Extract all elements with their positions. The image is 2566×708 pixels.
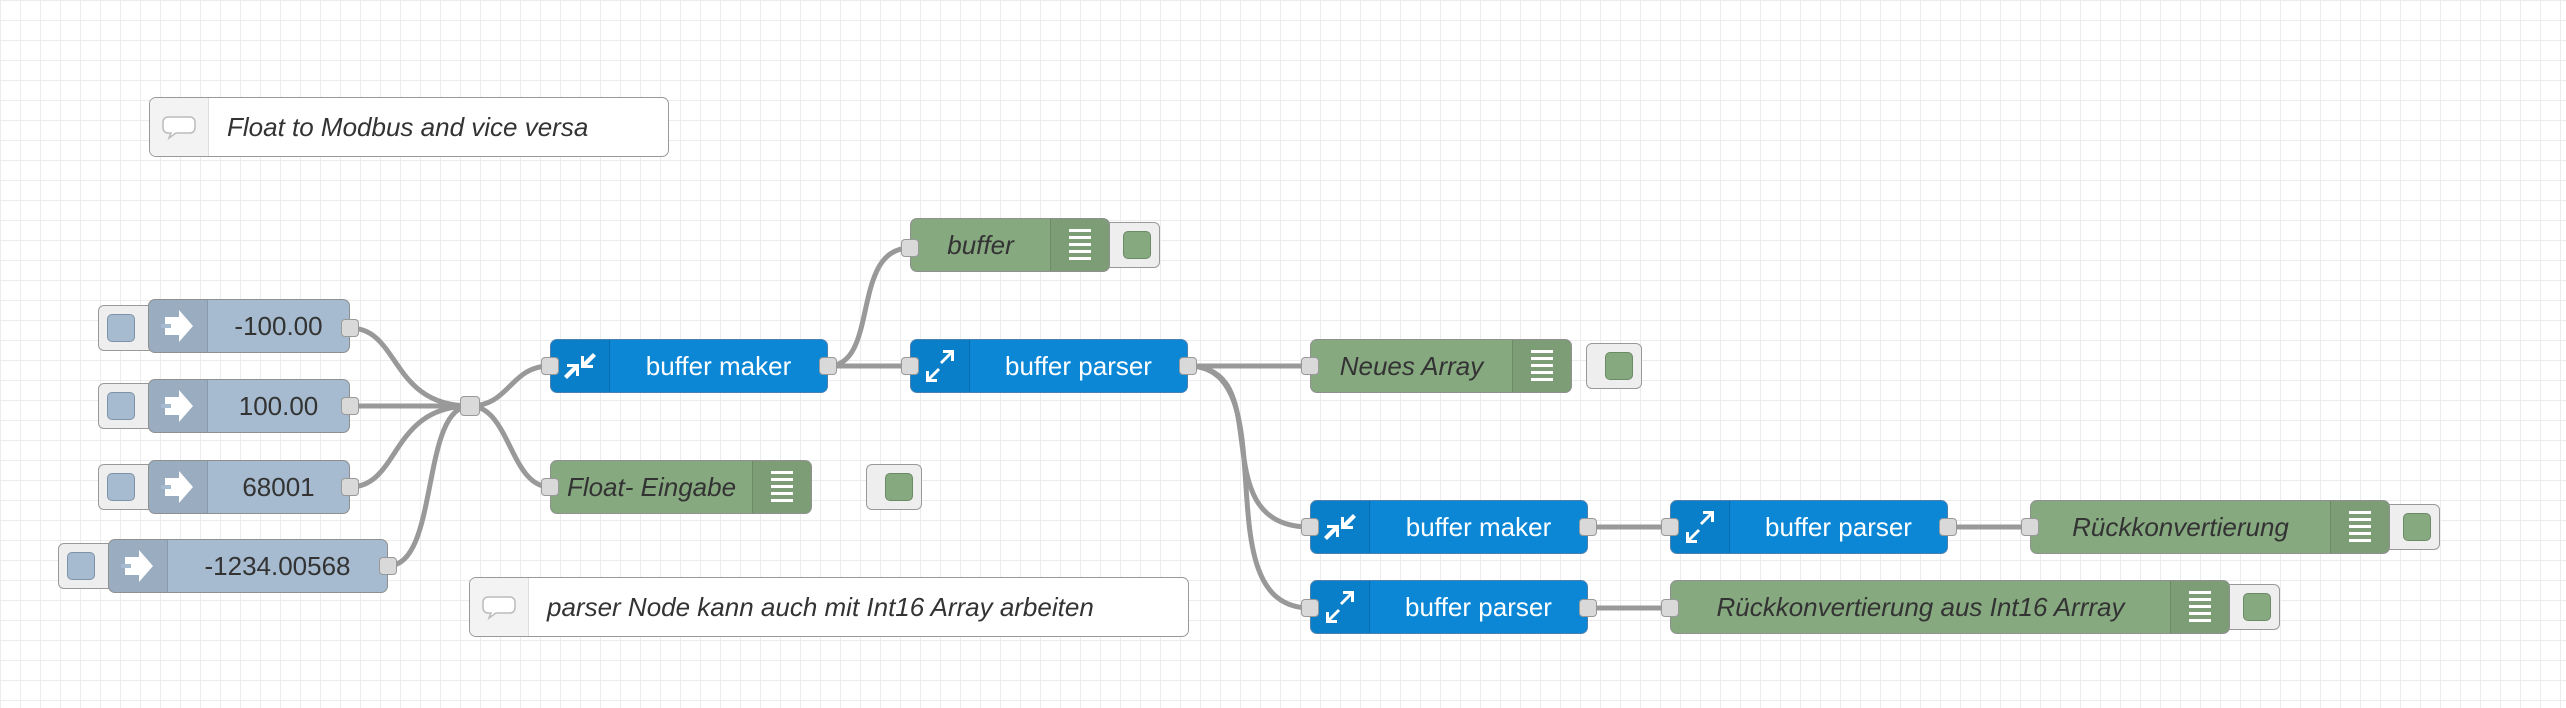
list-icon (2330, 501, 2389, 553)
wire (347, 403, 473, 490)
comment-label: Float to Modbus and vice versa (227, 111, 589, 142)
input-port[interactable] (1661, 518, 1679, 536)
debug-node-label: Float- Eingabe (566, 471, 737, 502)
inject-node-1[interactable]: -100.00 (148, 299, 350, 353)
inject-node-2[interactable]: 100.00 (148, 379, 350, 433)
debug-node-label: buffer (947, 229, 1014, 260)
list-icon (752, 461, 811, 513)
buffer-parser-node-3[interactable]: buffer parser (1310, 580, 1588, 634)
input-port[interactable] (1661, 599, 1679, 617)
comment-node-title[interactable]: Float to Modbus and vice versa (149, 97, 669, 157)
compress-arrows-icon (1311, 501, 1370, 553)
output-port[interactable] (819, 357, 837, 375)
debug-node-reconversion[interactable]: Rückkonvertierung (2030, 500, 2390, 554)
wire (467, 403, 553, 490)
buffer-node-label: buffer parser (1765, 511, 1912, 542)
input-port[interactable] (541, 478, 559, 496)
output-port[interactable] (379, 557, 397, 575)
debug-node-float-input[interactable]: Float- Eingabe (550, 460, 812, 514)
input-port[interactable] (901, 357, 919, 375)
buffer-parser-node-2[interactable]: buffer parser (1670, 500, 1948, 554)
list-icon (2170, 581, 2229, 633)
inject-label: 100.00 (238, 390, 319, 421)
inject-label: -1234.00568 (204, 550, 351, 581)
debug-node-reconversion-int16[interactable]: Rückkonvertierung aus Int16 Arrray (1670, 580, 2230, 634)
wire (1185, 363, 1313, 611)
arrow-in-icon (149, 461, 208, 513)
debug-node-buffer[interactable]: buffer (910, 218, 1110, 272)
output-port[interactable] (1579, 518, 1597, 536)
output-port[interactable] (341, 478, 359, 496)
buffer-maker-node-2[interactable]: buffer maker (1310, 500, 1588, 554)
output-port[interactable] (341, 397, 359, 415)
comment-label: parser Node kann auch mit Int16 Array ar… (547, 591, 1094, 622)
input-port[interactable] (1301, 599, 1319, 617)
wire (347, 325, 473, 409)
output-port[interactable] (1579, 599, 1597, 617)
buffer-node-label: buffer parser (1405, 591, 1552, 622)
buffer-node-label: buffer parser (1005, 350, 1152, 381)
inject-label: 68001 (242, 471, 315, 502)
debug-node-label: Rückkonvertierung (2072, 511, 2289, 542)
debug-toggle-button[interactable] (1586, 343, 1642, 389)
expand-arrows-icon (1671, 501, 1730, 553)
list-icon (1512, 340, 1571, 392)
inject-trigger-button[interactable] (98, 383, 154, 429)
buffer-node-label: buffer maker (645, 350, 792, 381)
debug-node-label: Rückkonvertierung aus Int16 Arrray (1716, 591, 2125, 622)
debug-toggle-button[interactable] (2224, 584, 2280, 630)
wire (1185, 363, 1313, 530)
expand-arrows-icon (911, 340, 970, 392)
list-icon (1050, 219, 1109, 271)
arrow-in-icon (109, 540, 168, 592)
buffer-node-label: buffer maker (1405, 511, 1552, 542)
debug-node-new-array[interactable]: Neues Array (1310, 339, 1572, 393)
inject-trigger-button[interactable] (58, 543, 114, 589)
buffer-maker-node-1[interactable]: buffer maker (550, 339, 828, 393)
compress-arrows-icon (551, 340, 610, 392)
debug-toggle-button[interactable] (2384, 504, 2440, 550)
debug-toggle-button[interactable] (866, 464, 922, 510)
debug-node-label: Neues Array (1339, 350, 1484, 381)
output-port[interactable] (341, 319, 359, 337)
junction-node[interactable] (460, 396, 480, 416)
wire (467, 363, 553, 409)
comment-node-parser-note[interactable]: parser Node kann auch mit Int16 Array ar… (469, 577, 1189, 637)
expand-arrows-icon (1311, 581, 1370, 633)
buffer-parser-node-1[interactable]: buffer parser (910, 339, 1188, 393)
speech-bubble-icon (150, 98, 209, 156)
inject-node-4[interactable]: -1234.00568 (108, 539, 388, 593)
arrow-in-icon (149, 300, 208, 352)
speech-bubble-icon (470, 578, 529, 636)
wire (385, 403, 473, 569)
inject-trigger-button[interactable] (98, 305, 154, 351)
input-port[interactable] (901, 239, 919, 257)
wire (825, 245, 913, 369)
input-port[interactable] (541, 357, 559, 375)
input-port[interactable] (2021, 518, 2039, 536)
output-port[interactable] (1179, 357, 1197, 375)
debug-toggle-button[interactable] (1104, 222, 1160, 268)
inject-trigger-button[interactable] (98, 464, 154, 510)
input-port[interactable] (1301, 518, 1319, 536)
output-port[interactable] (1939, 518, 1957, 536)
inject-label: -100.00 (234, 310, 323, 341)
inject-node-3[interactable]: 68001 (148, 460, 350, 514)
arrow-in-icon (149, 380, 208, 432)
input-port[interactable] (1301, 357, 1319, 375)
